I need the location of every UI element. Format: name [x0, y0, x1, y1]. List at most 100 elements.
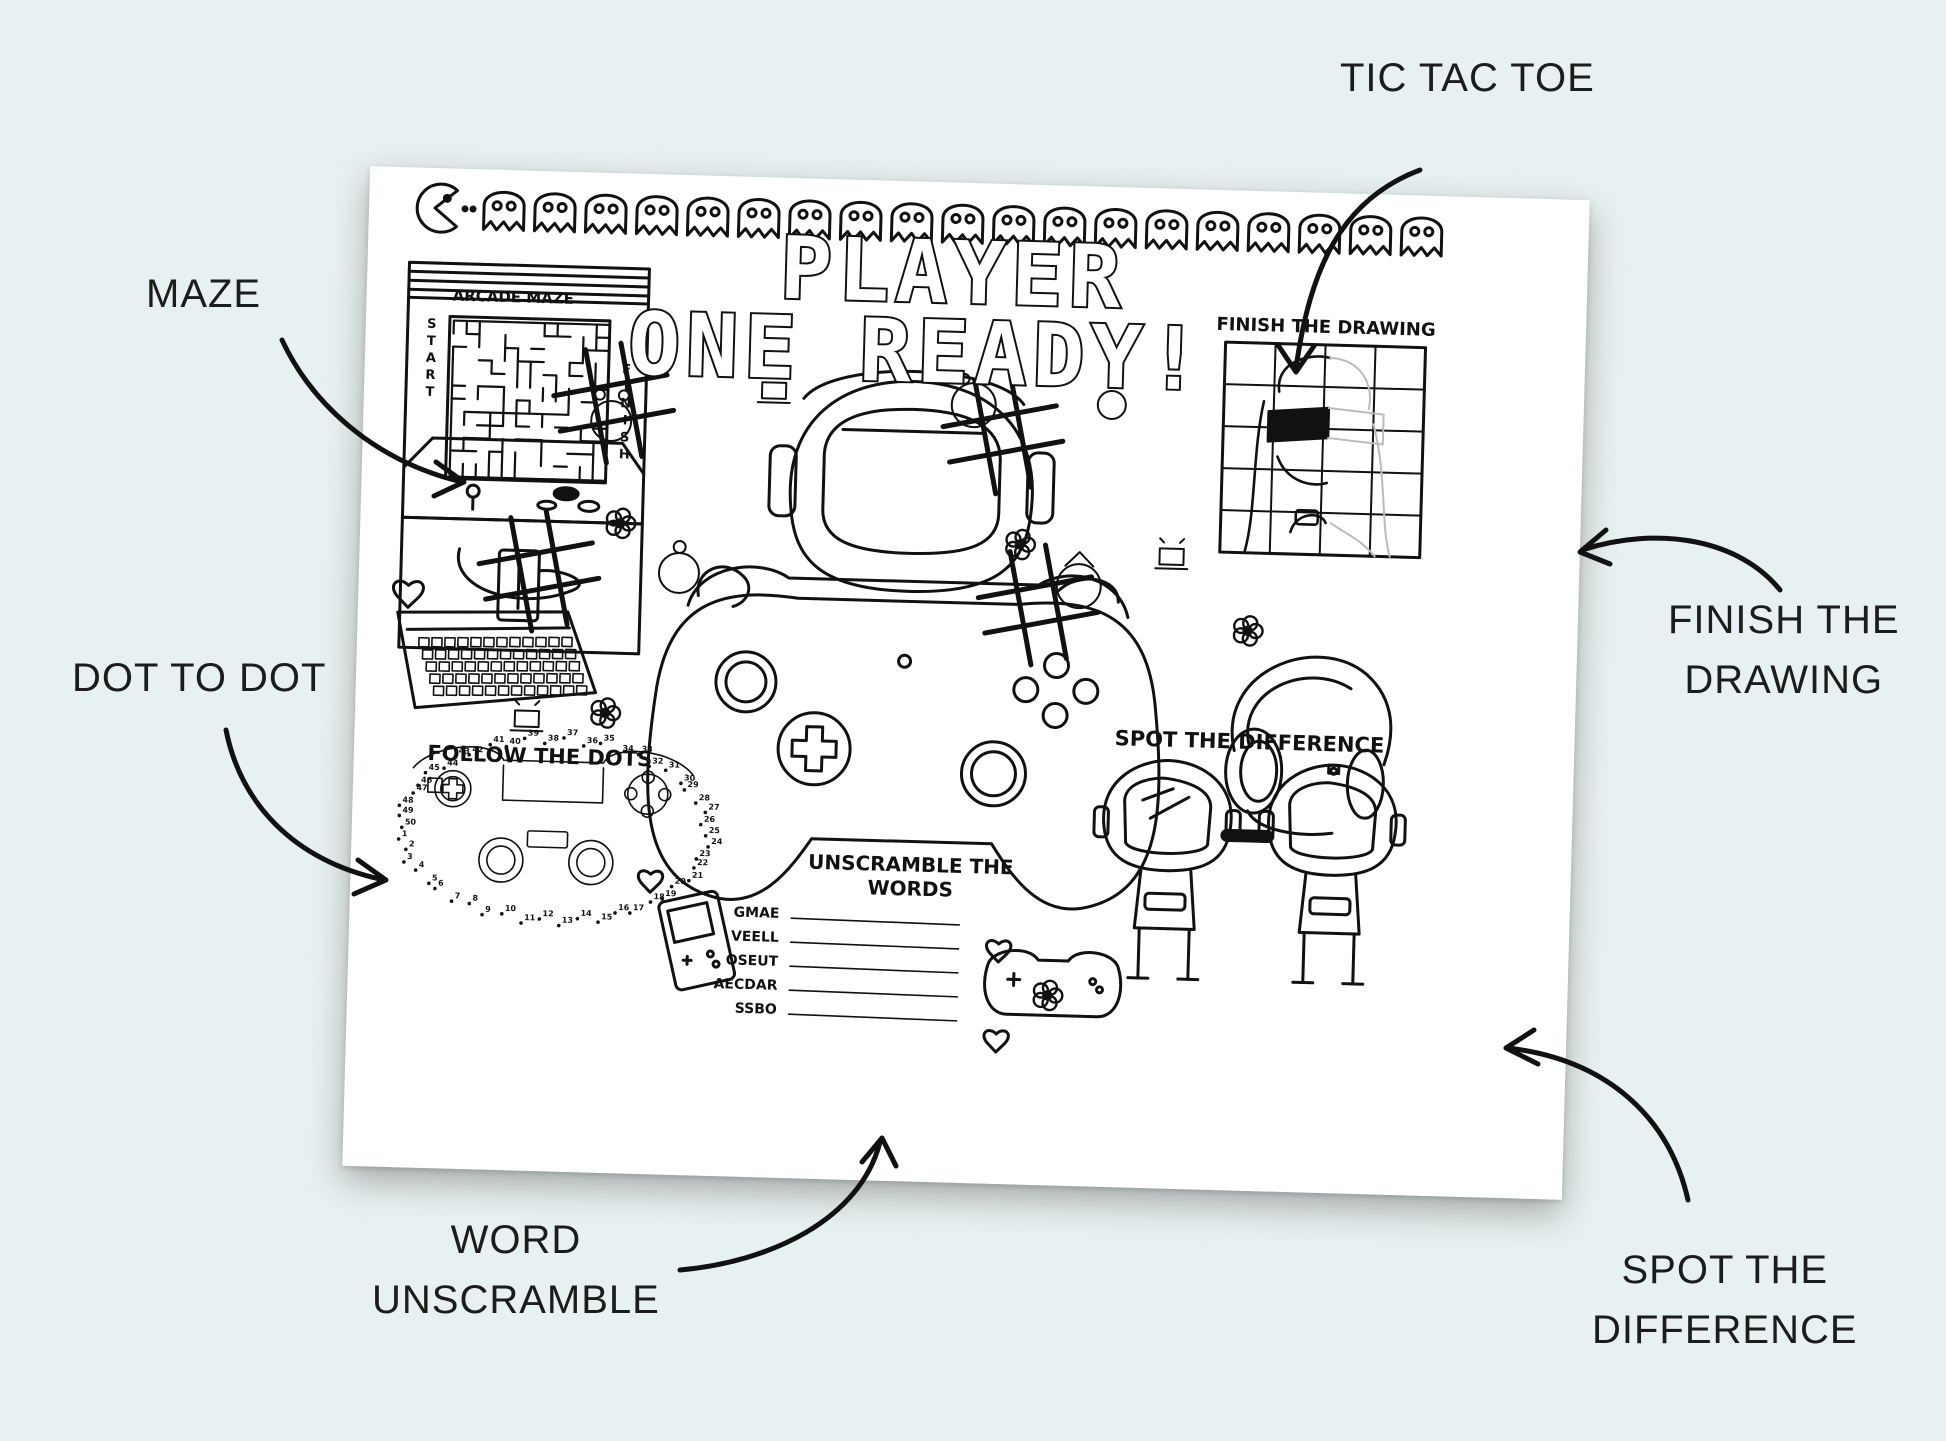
astronaut-controller [646, 369, 1161, 911]
scrambled-word: VEELL [731, 929, 779, 946]
scrambled-word: AECDAR [713, 976, 778, 994]
dot-number: 45 [428, 763, 440, 772]
scrambled-word: SSBO [734, 1001, 777, 1018]
dot-point [636, 752, 641, 757]
ghost-icon [634, 195, 679, 237]
callout-finish-the-drawing: FINISH THE DRAWING [1668, 590, 1900, 710]
dot-number: 25 [709, 826, 721, 835]
callout-tic-tac-toe: TIC TAC TOE [1340, 56, 1595, 100]
dot-number: 36 [587, 736, 599, 745]
dot-point [613, 911, 617, 915]
dot-number: 47 [416, 783, 427, 792]
tic-tac-toe-boards [476, 340, 1101, 668]
dot-point [396, 837, 401, 841]
maze-finish-letter: I [624, 379, 629, 394]
title-line1: PLAYER [779, 219, 1128, 329]
dot-point [628, 911, 632, 915]
gameboy-icon [657, 889, 737, 992]
dot-number: 37 [567, 728, 578, 737]
arrow-finish-drawing [1577, 527, 1783, 593]
dot-point [504, 744, 509, 749]
flower-decorations [590, 507, 1264, 1012]
dot-point [703, 810, 708, 815]
dot-point [453, 754, 458, 759]
dot-point [679, 781, 683, 786]
dot-point [427, 881, 431, 886]
ghost-icon [889, 202, 934, 244]
dot-number: 11 [524, 913, 536, 922]
ghost-row [481, 190, 1444, 258]
flower-icon [605, 507, 637, 540]
dot-point [698, 822, 703, 827]
maze-start-letter: A [426, 351, 436, 366]
dot-number: 33 [642, 745, 653, 754]
flower-icon [590, 697, 622, 729]
ghost-icon [1297, 213, 1342, 255]
dot-number: 31 [669, 760, 681, 769]
dot-point [663, 768, 668, 773]
pacman-icon [415, 182, 477, 234]
maze-start-letter: T [425, 385, 434, 400]
ghost-icon [1042, 206, 1087, 248]
dot-point [467, 901, 472, 906]
dot-number: 35 [604, 734, 616, 743]
dot-number: 5 [432, 873, 438, 882]
maze-finish-label: FINISH [619, 362, 632, 462]
dot-number: 24 [711, 837, 723, 846]
dot-point [692, 866, 696, 870]
ghost-icon [1246, 212, 1291, 254]
ghost-icon [532, 192, 577, 234]
dot-number: 7 [455, 891, 461, 900]
dot-number: 4 [419, 860, 425, 869]
dot-number: 17 [633, 903, 644, 912]
dot-number: 1 [402, 829, 408, 838]
dot-point [703, 833, 708, 838]
arrow-dot-to-dot [223, 727, 389, 897]
dot-point [404, 847, 408, 852]
dot-number: 50 [405, 817, 417, 826]
dot-point [399, 825, 404, 830]
dot-number: 2 [409, 839, 415, 848]
flower-icon [1232, 615, 1264, 647]
dot-point [537, 917, 542, 921]
dot-number: 8 [472, 894, 478, 903]
dot-number: 44 [447, 758, 459, 767]
maze-finish-letter: F [622, 362, 631, 377]
dot-point [660, 897, 664, 901]
dot-point [467, 753, 471, 757]
dot-point [694, 857, 699, 861]
callout-word-line1: WORD [450, 1218, 582, 1262]
dot-point [449, 899, 454, 903]
dot-number: 12 [542, 909, 553, 918]
dot-point [402, 860, 406, 864]
dot-point [706, 845, 710, 849]
dot-number: 14 [580, 909, 592, 918]
dot-point [522, 736, 527, 741]
dot-number: 21 [692, 871, 704, 880]
dot-point [397, 803, 402, 808]
dot-point [562, 736, 566, 740]
flower-icon [1005, 528, 1037, 561]
heart-icon [985, 939, 1013, 964]
dot-number: 42 [472, 745, 483, 754]
callout-spot-line1: SPOT THE [1621, 1248, 1829, 1292]
dot-point [542, 741, 547, 746]
dot-number: 28 [699, 793, 711, 802]
dot-number: 32 [652, 756, 663, 765]
dot-number: 27 [708, 802, 719, 811]
dot-point [581, 744, 586, 748]
callout-word-line2: UNSCRAMBLE [372, 1278, 660, 1322]
flower-icon [1032, 979, 1064, 1012]
dot-point [442, 766, 446, 771]
dot-point [433, 886, 437, 891]
dot-point [411, 791, 416, 795]
dot-number: 15 [601, 912, 613, 921]
dot-number: 34 [622, 744, 634, 753]
arrow-spot-difference [1503, 1027, 1691, 1203]
ghost-icon [787, 199, 832, 241]
dot-point [647, 764, 651, 769]
arrow-word-unscramble [677, 1135, 899, 1273]
dot-number: 30 [684, 773, 696, 782]
